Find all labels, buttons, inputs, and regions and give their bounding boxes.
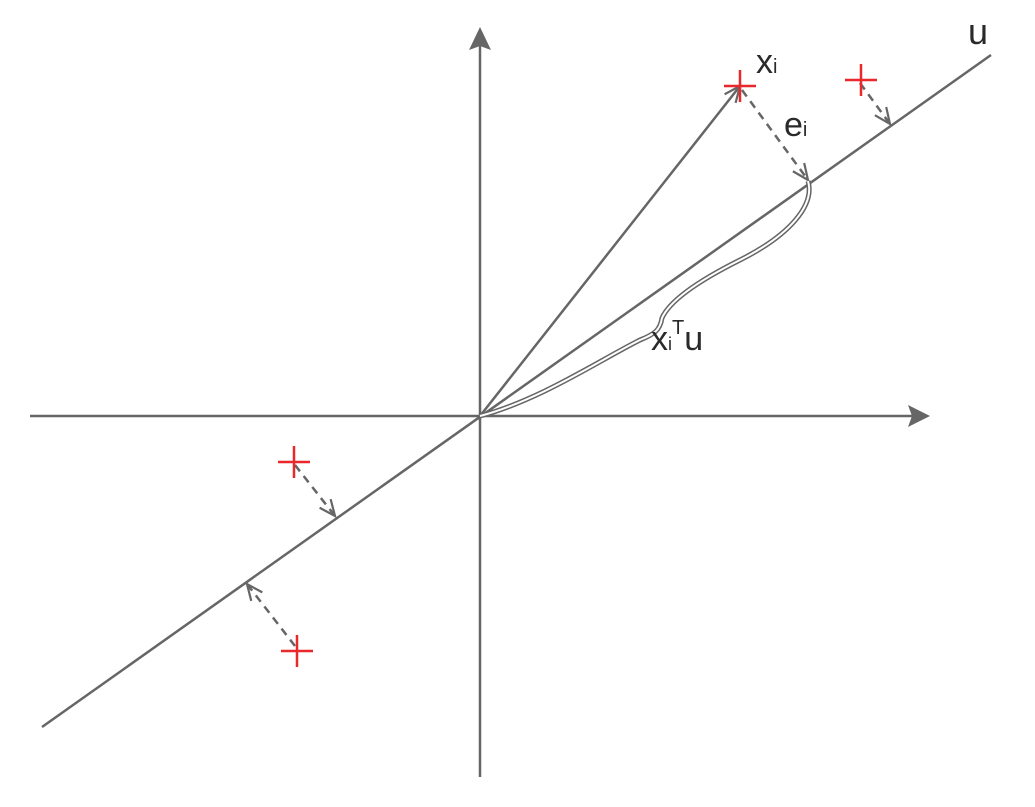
data-point-xi xyxy=(724,70,756,102)
xi-label-base: x xyxy=(756,43,773,81)
u-line xyxy=(41,53,992,729)
u-label: u xyxy=(968,11,988,52)
xiTu-label: xiTu xyxy=(651,317,703,358)
xiTu-label-base: x xyxy=(651,320,668,358)
projection-arrow xyxy=(247,584,296,647)
xiTu-label-tail: u xyxy=(684,320,703,358)
xiTu-label-superscript: T xyxy=(672,317,684,339)
data-point xyxy=(281,635,313,667)
xi-label: xi xyxy=(756,43,777,81)
ei-label-subscript: i xyxy=(803,119,807,141)
ei-label-base: e xyxy=(784,106,803,144)
data-point xyxy=(845,64,877,96)
xi-label-subscript: i xyxy=(773,56,777,78)
data-point xyxy=(278,446,310,478)
projection-arrow xyxy=(294,464,335,516)
x-axis-arrow-icon xyxy=(908,405,930,427)
y-axis-arrow-icon xyxy=(469,27,491,50)
projection-arrow xyxy=(858,82,890,124)
ei-label: ei xyxy=(784,106,807,144)
ei-projection-arrow xyxy=(740,89,808,180)
xi-vector xyxy=(479,86,740,417)
xiTu-label-subscript: i xyxy=(668,334,672,354)
projection-brace-inner xyxy=(479,180,811,417)
